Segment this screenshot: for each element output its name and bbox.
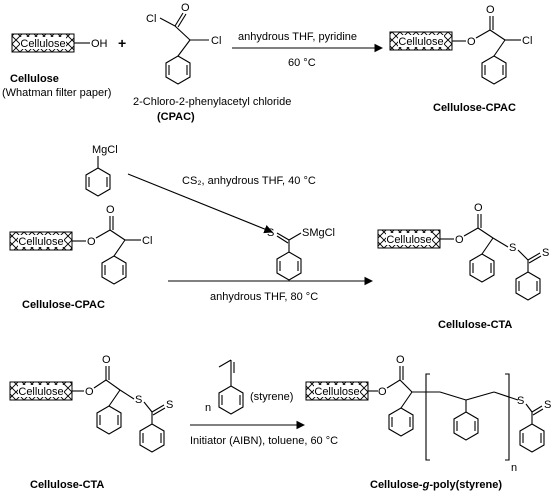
cpac-name: 2-Chloro-2-phenylacetyl chloride <box>133 96 291 108</box>
row3-arrow: Initiator (AIBN), toluene, 60 °C <box>190 420 338 447</box>
row3-product-name-pre: Cellulose- <box>370 479 423 491</box>
row3-product-name-g: g <box>422 479 430 491</box>
row3-reactant-box-label: Cellulose <box>18 386 63 398</box>
bracket-left <box>425 373 430 461</box>
styrene-label: (styrene) <box>250 391 293 403</box>
row3-arrow-label: Initiator (AIBN), toluene, 60 °C <box>190 435 338 447</box>
styrene-monomer: n (styrene) <box>205 359 293 415</box>
row2-product-s1: S <box>509 242 516 254</box>
phenylmgcl: MgCl <box>85 144 118 197</box>
row2-reactant-o1: O <box>87 236 96 248</box>
row2-product-s2: S <box>542 247 549 259</box>
plus-sign: + <box>118 35 126 51</box>
mgcl-label: MgCl <box>92 144 118 156</box>
row3-product-box-label: Cellulose <box>314 386 359 398</box>
row2-product-name: Cellulose-CTA <box>438 319 512 331</box>
row2-reactant-box-label: Cellulose <box>18 236 63 248</box>
row1-product: Cellulose O O Cl Cellulose-CPAC <box>389 4 532 114</box>
row3-reactant-o2: O <box>102 354 111 366</box>
styrene-n: n <box>205 402 211 414</box>
cellulose-box-label-bg <box>20 37 66 49</box>
cellulose-note: (Whatman filter paper) <box>2 87 111 99</box>
row3-product-s1: S <box>517 395 524 407</box>
product-box-label: Cellulose <box>398 36 443 48</box>
cpac-abbr: (CPAC) <box>157 111 195 123</box>
row3-product-n: n <box>511 462 517 474</box>
bracket-right <box>505 373 510 461</box>
cellulose-name: Cellulose <box>10 73 59 85</box>
row2-arrow2: anhydrous THF, 80 °C <box>168 276 374 303</box>
row2-reactant-name: Cellulose-CPAC <box>22 299 105 311</box>
row2-product: Cellulose O O S S Cellulose-CTA <box>377 202 549 331</box>
row3-reactant-s2: S <box>166 399 173 411</box>
row2-arrow1-label: CS₂, anhydrous THF, 40 °C <box>182 175 316 187</box>
row2-arrow1: CS₂, anhydrous THF, 40 °C <box>127 173 316 234</box>
product-o2: O <box>486 4 495 16</box>
cpac-cl1: Cl <box>146 13 156 25</box>
row2-arrow2-label: anhydrous THF, 80 °C <box>210 291 318 303</box>
row3-product-name: Cellulose-g-poly(styrene) <box>370 479 502 491</box>
row1-arrow-top: anhydrous THF, pyridine <box>238 31 357 43</box>
row2-product-o2: O <box>474 202 483 214</box>
cpac-cl2: Cl <box>211 35 221 47</box>
row3-reactant-name: Cellulose-CTA <box>30 479 104 491</box>
cpac-molecule: Cl O Cl 2-Chloro-2-phenylacetyl chloride… <box>133 2 291 123</box>
row3-reactant-s1: S <box>135 394 142 406</box>
product-cl: Cl <box>522 35 532 47</box>
dithiobenzoate-mgcl: S SMgCl <box>267 227 335 281</box>
dithio-smgcl: SMgCl <box>302 227 335 239</box>
row2-product-box-label: Cellulose <box>386 234 431 246</box>
row1-arrow-bottom: 60 °C <box>288 57 316 69</box>
row3-product-s2: S <box>544 399 551 411</box>
row2-reactant: Cellulose O O Cl Cellulose-CPAC <box>9 204 152 311</box>
row3-reactant: Cellulose O O S S Cellulose-CTA <box>9 354 173 491</box>
row1-cellulose-reactant: Cellulose OH Cellulose (Whatman filter p… <box>2 33 111 99</box>
row3-product-name-post: -poly(styrene) <box>429 479 502 491</box>
row2-product-o1: O <box>455 234 464 246</box>
product-name: Cellulose-CPAC <box>433 102 516 114</box>
dithio-s: S <box>267 227 274 239</box>
row3-reactant-o1: O <box>85 386 94 398</box>
cpac-o: O <box>181 2 190 14</box>
row3-product: Cellulose O O n S S Cellulose-g-poly(sty… <box>305 354 551 491</box>
cellulose-box-label: Cellulose <box>20 38 65 50</box>
row1-arrow: anhydrous THF, pyridine 60 °C <box>232 31 384 69</box>
row3-product-o2: O <box>396 354 405 366</box>
row2-reactant-o2: O <box>106 204 115 216</box>
row3-product-o1: O <box>378 386 387 398</box>
oh-label: OH <box>91 38 108 50</box>
row2-reactant-cl: Cl <box>142 235 152 247</box>
product-o1: O <box>467 36 476 48</box>
